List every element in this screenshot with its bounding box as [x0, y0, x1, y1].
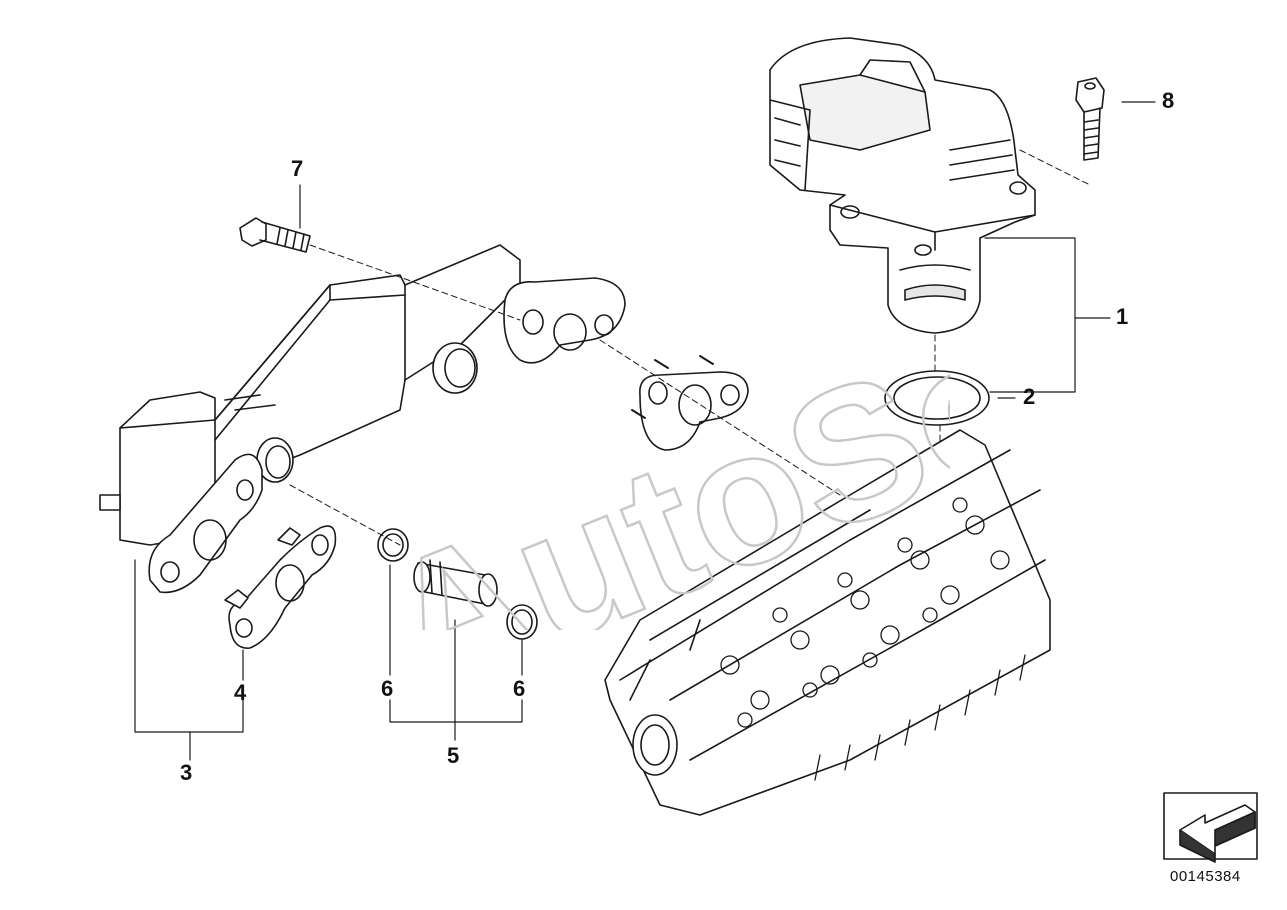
assembly-lines — [289, 149, 1091, 546]
egr-valve — [769, 37, 1036, 334]
callout-4: 4 — [234, 680, 247, 705]
callout-8: 8 — [1162, 88, 1175, 113]
seal-ring-right — [506, 604, 538, 640]
flange-gasket — [631, 355, 749, 451]
callout-1: 1 — [1116, 304, 1129, 329]
callout-2: 2 — [1023, 384, 1036, 409]
bolt-8 — [1075, 77, 1105, 161]
arrow-icon — [1163, 792, 1258, 863]
callout-leaders — [134, 101, 1156, 761]
cylinder-head — [604, 429, 1051, 816]
callout-6-left: 6 — [381, 676, 394, 701]
seal-ring-left — [377, 528, 409, 562]
callout-7: 7 — [291, 156, 304, 181]
o-ring-seal — [884, 370, 990, 426]
callout-6-right: 6 — [513, 676, 526, 701]
callout-5: 5 — [447, 743, 460, 768]
bolt-7 — [239, 217, 311, 253]
reference-number: 00145384 — [1170, 868, 1241, 885]
pipe-connector — [413, 559, 498, 607]
egr-cooler — [99, 244, 626, 594]
gasket-4 — [224, 525, 337, 649]
callout-3: 3 — [180, 760, 193, 785]
